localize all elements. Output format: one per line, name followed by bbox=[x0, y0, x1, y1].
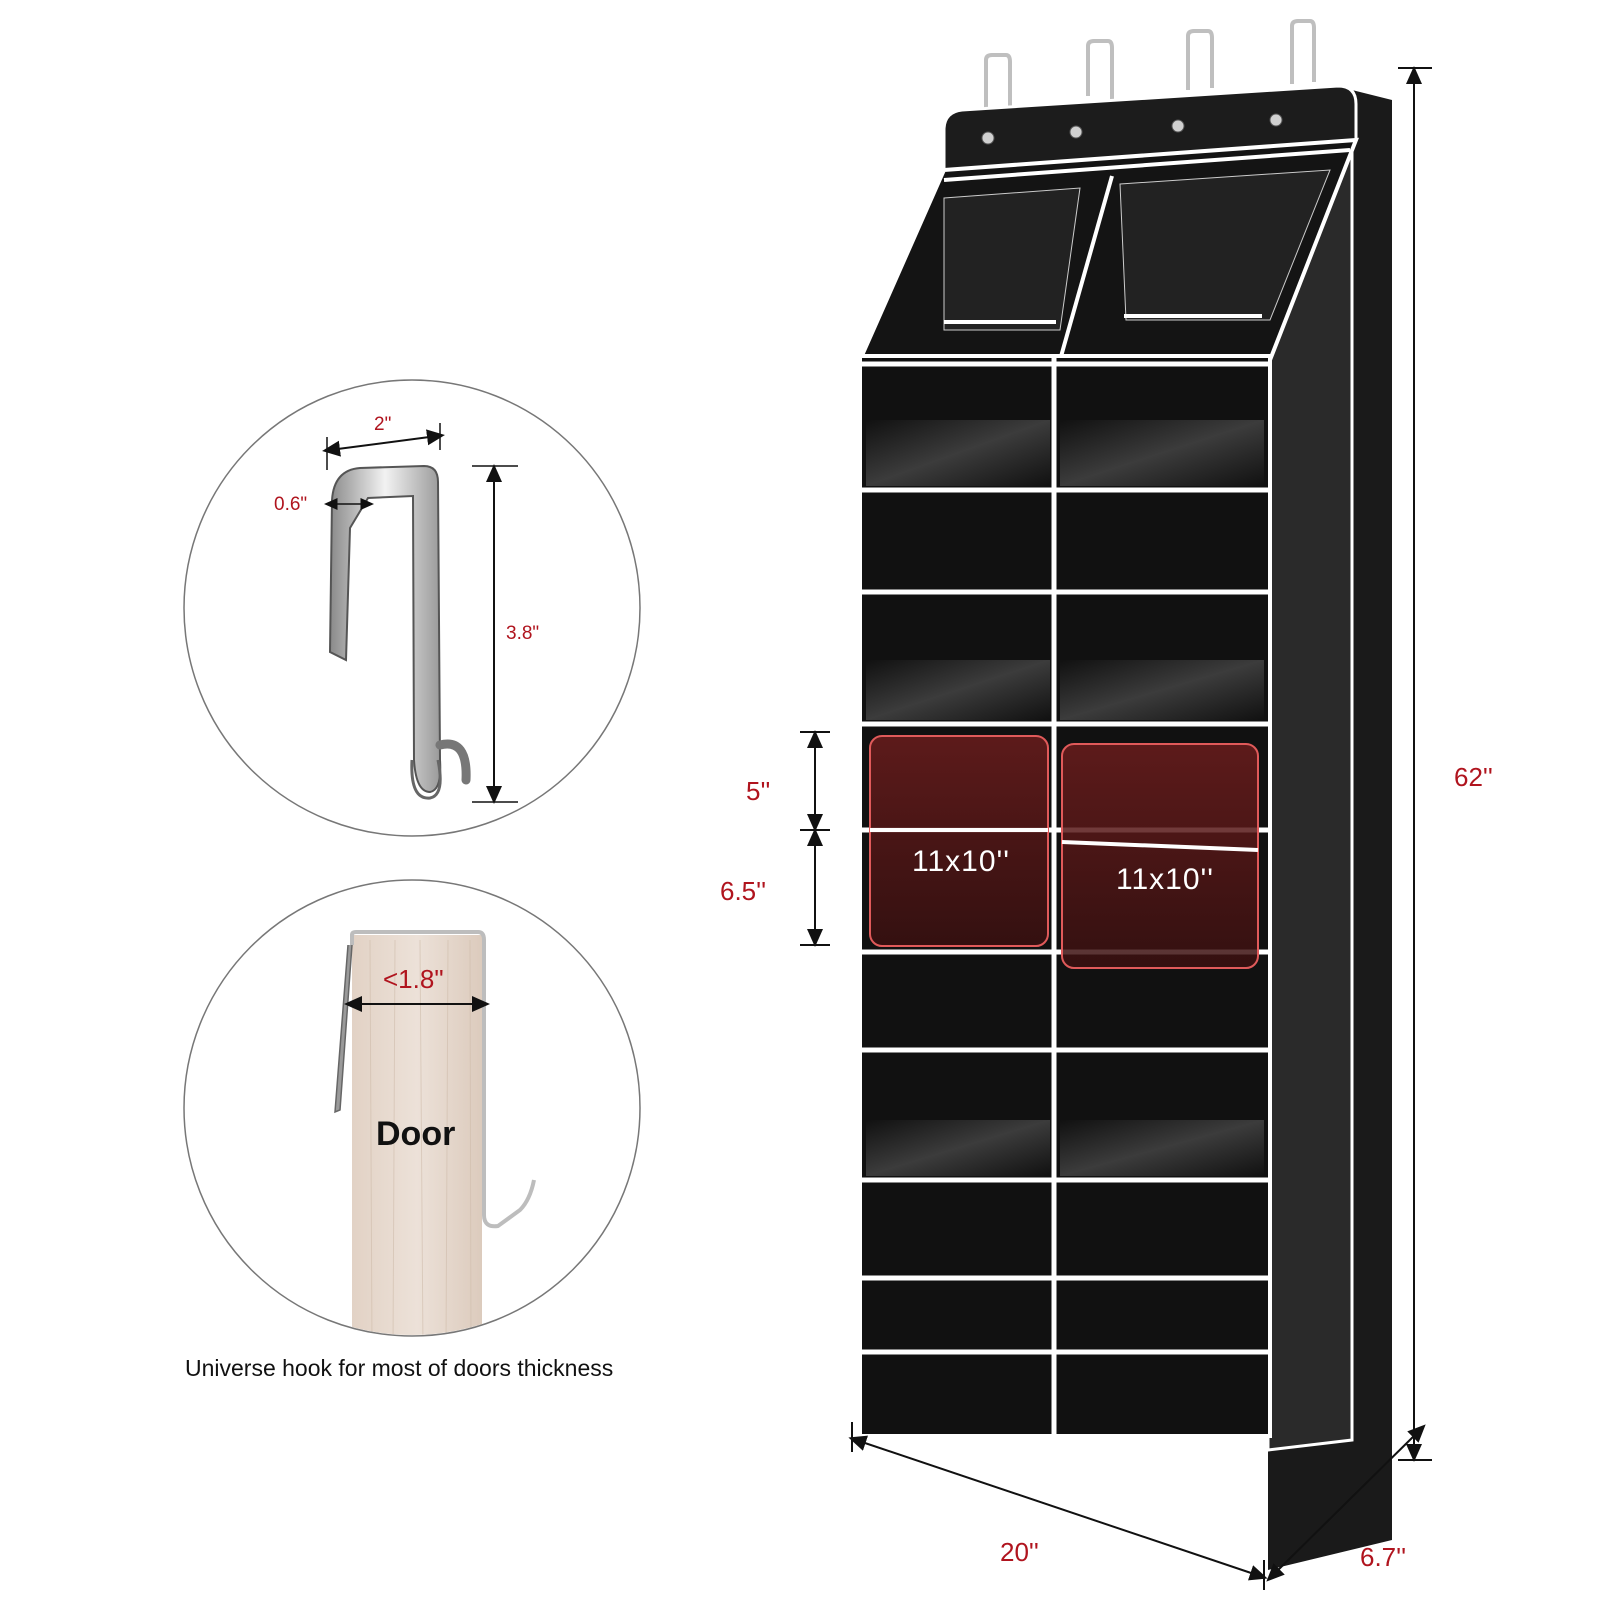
pocket-size-label-left: 11x10'' bbox=[912, 845, 1010, 878]
door-thickness-label: <1.8" bbox=[383, 964, 444, 994]
door-organizer bbox=[856, 19, 1392, 1570]
hook-width-label: 2" bbox=[374, 414, 392, 435]
pocket-highlight-right bbox=[1061, 743, 1259, 969]
hook-caption: Universe hook for most of doors thicknes… bbox=[185, 1355, 614, 1381]
hook-height-label: 3.8" bbox=[506, 623, 540, 644]
organizer-height-label: 62'' bbox=[1454, 762, 1493, 792]
organizer-dimensions bbox=[800, 66, 1432, 1590]
organizer-depth-label: 6.7'' bbox=[1360, 1542, 1407, 1572]
pocket-size-label-right: 11x10'' bbox=[1116, 863, 1214, 896]
organizer-hooks bbox=[984, 19, 1316, 110]
hook-detail-circle bbox=[183, 379, 641, 837]
pocket-highlight-left bbox=[869, 735, 1049, 947]
door-label: Door bbox=[376, 1115, 456, 1153]
front-pocket-label: 5'' bbox=[746, 776, 771, 806]
hook-gap-label: 0.6" bbox=[274, 494, 308, 515]
pocket-height-label: 6.5'' bbox=[720, 876, 767, 906]
organizer-width-label: 20'' bbox=[1000, 1537, 1039, 1567]
door-detail-circle bbox=[183, 879, 641, 1337]
